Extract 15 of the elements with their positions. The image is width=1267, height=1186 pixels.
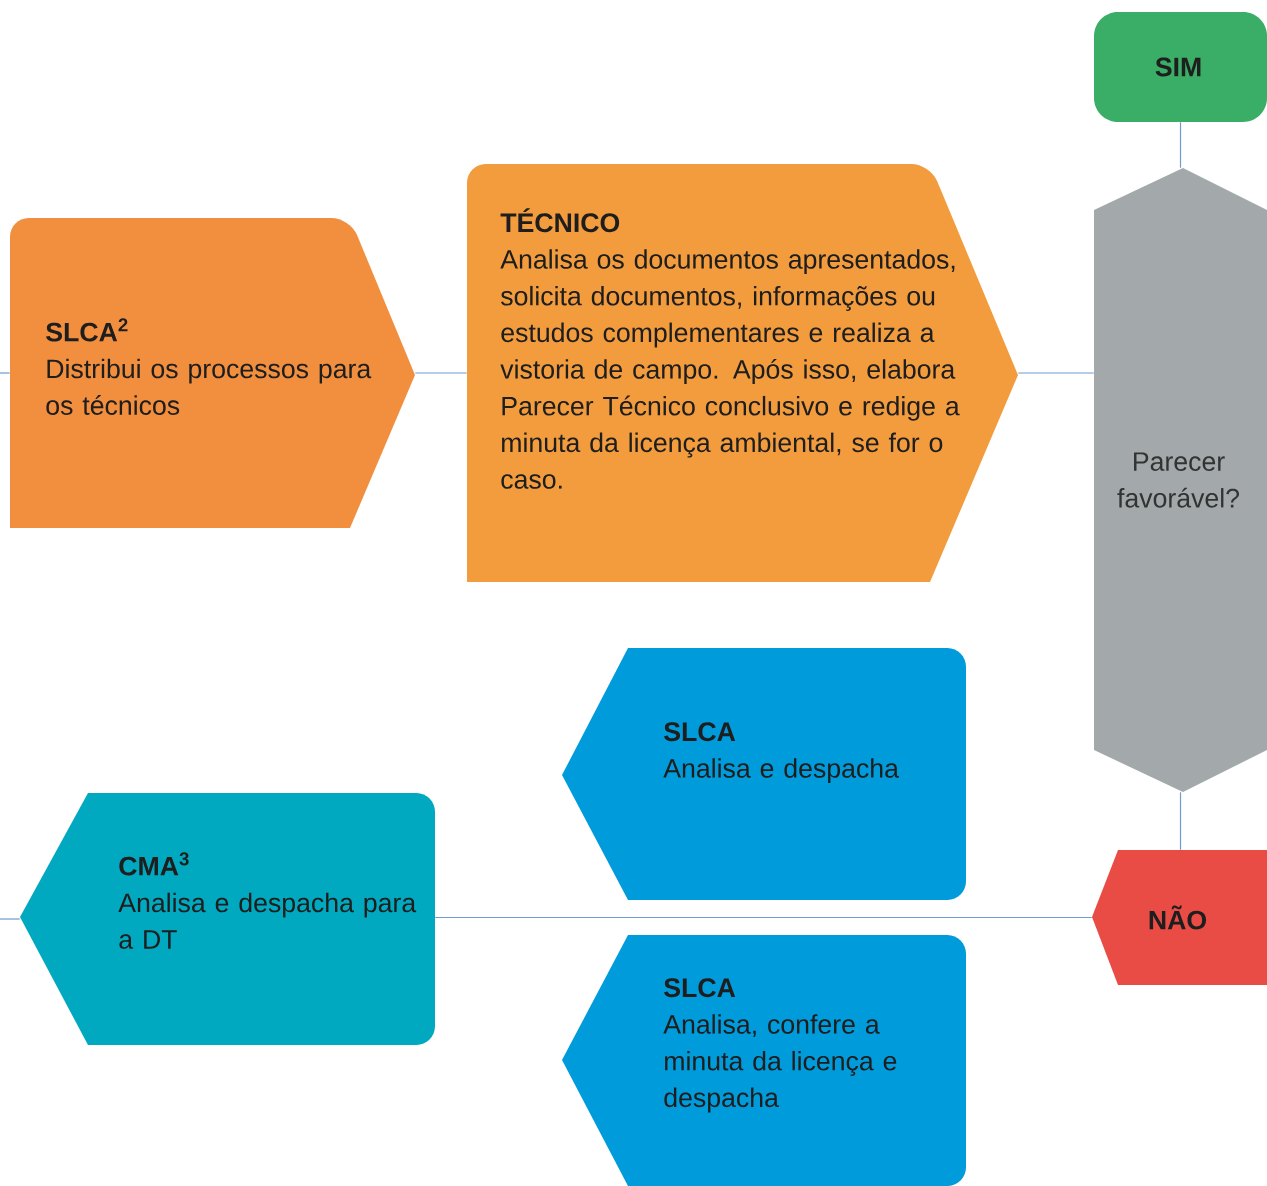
connector-line bbox=[1017, 372, 1095, 374]
terminal-box: NÃO bbox=[1092, 850, 1267, 985]
process-arrow-box: SLCA$^{2}$ Distribui os processos para os técnicos bbox=[10, 218, 415, 528]
terminal-box: SIM bbox=[1094, 12, 1267, 122]
process-arrow-box: SLCA Analisa, confere a minuta da licença e despacha bbox=[562, 935, 966, 1186]
process-arrow-box: SLCA Analisa e despacha bbox=[562, 648, 966, 900]
connector-line bbox=[0, 918, 21, 920]
decision-hexagon: Parecer favorável? bbox=[1094, 168, 1267, 792]
process-arrow-box: TÉCNICO Analisa os documentos apresentados, solicita documentos, informações ou estudos complementares e realiza a vistoria de campo. Após isso, elabora Parecer Técnico conclusivo e redige a minuta da licença ambiental, se for o caso. bbox=[467, 164, 1018, 582]
connector-line bbox=[1179, 791, 1182, 851]
connector-line bbox=[414, 372, 468, 374]
connector-line bbox=[0, 372, 11, 374]
connector-line bbox=[1179, 121, 1182, 169]
process-arrow-box: CMA$^{3}$ Analisa e despacha para a DT bbox=[20, 793, 435, 1045]
connector-line bbox=[434, 916, 1093, 919]
